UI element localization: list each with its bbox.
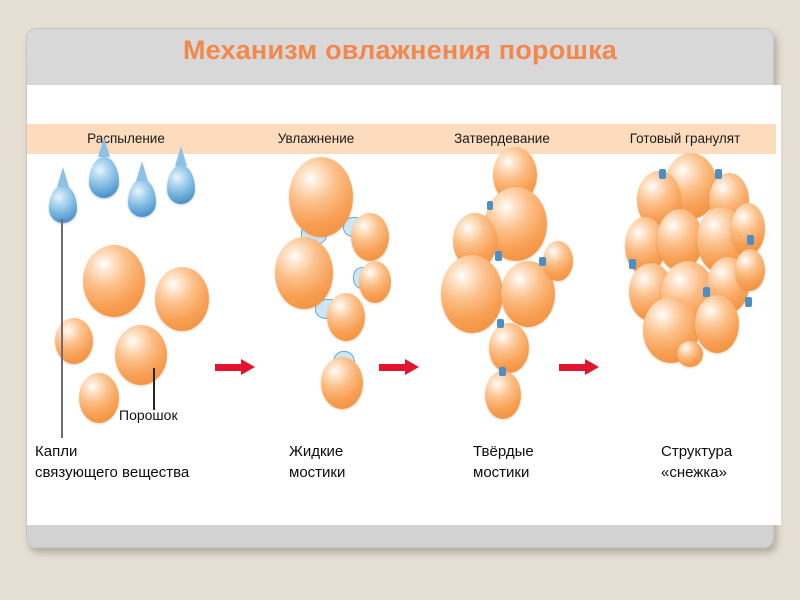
- binder-droplet: [167, 165, 195, 204]
- arrow-head: [241, 359, 255, 375]
- granule-bridge-point: [745, 297, 752, 307]
- granule-particle: [695, 295, 739, 353]
- arrow-head: [405, 359, 419, 375]
- powder-leader-line: [153, 368, 155, 410]
- granule-particle: [677, 341, 703, 367]
- powder-particle: [359, 261, 391, 303]
- caption-line-2: мостики: [289, 464, 346, 481]
- granule-bridge-point: [703, 287, 710, 297]
- granule-particle: [657, 209, 703, 271]
- arrow-stage2-to-stage3: [379, 359, 419, 375]
- solid-bridge-point: [539, 257, 546, 266]
- powder-particle: [351, 213, 389, 261]
- slide-panel: Механизм овлажнения порошка Распыление У…: [26, 28, 781, 548]
- binder-droplet: [49, 185, 77, 223]
- stage-4-granulate: [621, 85, 781, 525]
- diagram-canvas: Распыление Увлажнение Затвердевание Гото…: [27, 85, 781, 525]
- powder-particle: [543, 241, 573, 281]
- stage-2-wetting: [271, 85, 421, 525]
- stage-1-spraying: Порошок: [27, 85, 223, 525]
- page-title: Механизм овлажнения порошка: [182, 35, 618, 65]
- powder-particle: [489, 323, 529, 373]
- caption-line-1: Жидкие: [289, 443, 344, 460]
- caption-line-1: Структура: [661, 443, 733, 460]
- stage-header-wetting: Увлажнение: [277, 131, 355, 146]
- stage-header-granulate: Готовый гранулят: [629, 131, 741, 146]
- granule-particle: [735, 249, 765, 291]
- binder-droplet: [128, 179, 156, 217]
- callout-powder: Порошок: [119, 407, 178, 423]
- caption-line-2: мостики: [473, 464, 530, 481]
- powder-particle: [155, 267, 209, 331]
- caption-snowball-structure: Структура «снежка»: [661, 441, 732, 483]
- granule-bridge-point: [715, 169, 722, 179]
- arrow-head: [585, 359, 599, 375]
- caption-line-1: Капли: [35, 443, 78, 460]
- caption-droplets: Капли связующего вещества: [35, 441, 189, 483]
- powder-particle: [485, 371, 521, 419]
- caption-liquid-bridges: Жидкие мостики: [289, 441, 345, 483]
- powder-particle: [83, 245, 145, 317]
- stage-header-band: Распыление Увлажнение Затвердевание Гото…: [27, 124, 776, 154]
- granule-bridge-point: [747, 235, 754, 245]
- granule-bridge-point: [659, 169, 666, 179]
- granule-particle: [731, 203, 765, 255]
- caption-line-1: Твёрдые: [473, 443, 534, 460]
- stage-3-solidification: [439, 85, 599, 525]
- solid-bridge-point: [499, 367, 506, 376]
- caption-line-2: связующего вещества: [35, 464, 190, 481]
- powder-particle: [79, 373, 119, 423]
- powder-particle: [115, 325, 167, 385]
- powder-particle: [441, 255, 503, 333]
- powder-particle: [289, 157, 353, 237]
- caption-solid-bridges: Твёрдые мостики: [473, 441, 534, 483]
- powder-particle: [327, 293, 365, 341]
- granule-bridge-point: [629, 259, 636, 269]
- arrow-shaft: [215, 364, 242, 371]
- arrow-shaft: [559, 364, 586, 371]
- arrow-stage3-to-stage4: [559, 359, 599, 375]
- arrow-stage1-to-stage2: [215, 359, 255, 375]
- caption-line-2: «снежка»: [661, 464, 727, 481]
- solid-bridge-point: [497, 319, 504, 328]
- powder-particle: [321, 357, 363, 409]
- arrow-shaft: [379, 364, 406, 371]
- solid-bridge-point: [487, 201, 493, 210]
- powder-particle: [275, 237, 333, 309]
- solid-bridge-point: [495, 251, 502, 261]
- binder-droplet: [89, 157, 119, 198]
- droplet-leader-line: [61, 219, 63, 438]
- stage-header-solidification: Затвердевание: [454, 131, 550, 146]
